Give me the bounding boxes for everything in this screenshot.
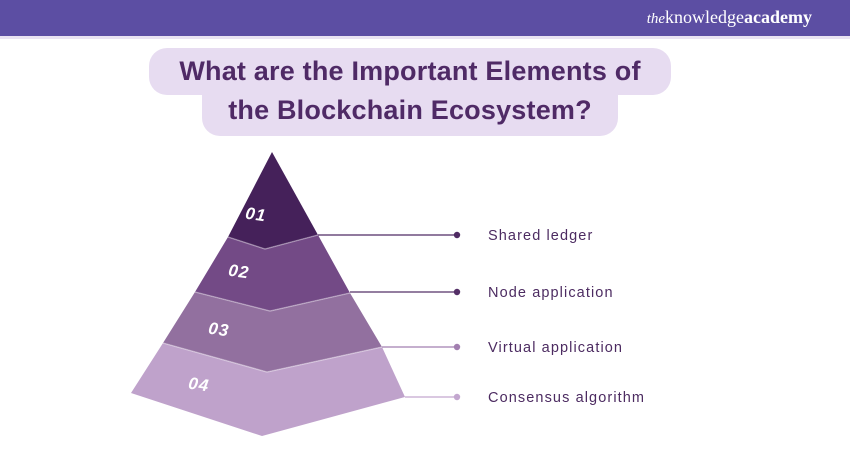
connector-dot-3 [453,343,461,351]
level-divider-3 [162,342,383,373]
knowledge-academy-logo: theknowledgeacademy [647,7,812,28]
level-4-label: Consensus algorithm [488,390,645,406]
level-2-number: 02 [227,261,250,283]
level-1-label: Shared ledger [488,228,593,244]
level-3-label: Virtual application [488,340,623,356]
page-title: What are the Important Elements of the B… [0,48,820,136]
brand-header-bar [0,0,850,36]
connector-dot-1 [453,231,461,239]
level-4-number: 04 [187,374,210,396]
pyramid-level-3-shape [163,292,382,372]
page-title-line2: the Blockchain Ecosystem? [202,94,618,136]
logo-knowledge: knowledge [665,7,745,27]
level-2-label: Node application [488,285,614,301]
page-title-line1: What are the Important Elements of [149,48,671,95]
level-divider-2 [194,291,351,312]
logo-the: the [646,11,666,27]
connector-dot-2 [453,288,461,296]
logo-academy: academy [744,7,812,27]
level-1-number: 01 [244,204,267,226]
level-divider-1 [227,234,319,250]
level-3-number: 03 [207,319,230,341]
connector-dot-4 [453,393,461,401]
pyramid-level-4-shape [131,343,405,436]
pyramid-level-2-shape [195,235,350,311]
pyramid-level-1-shape [228,152,318,249]
header-divider [0,36,850,39]
